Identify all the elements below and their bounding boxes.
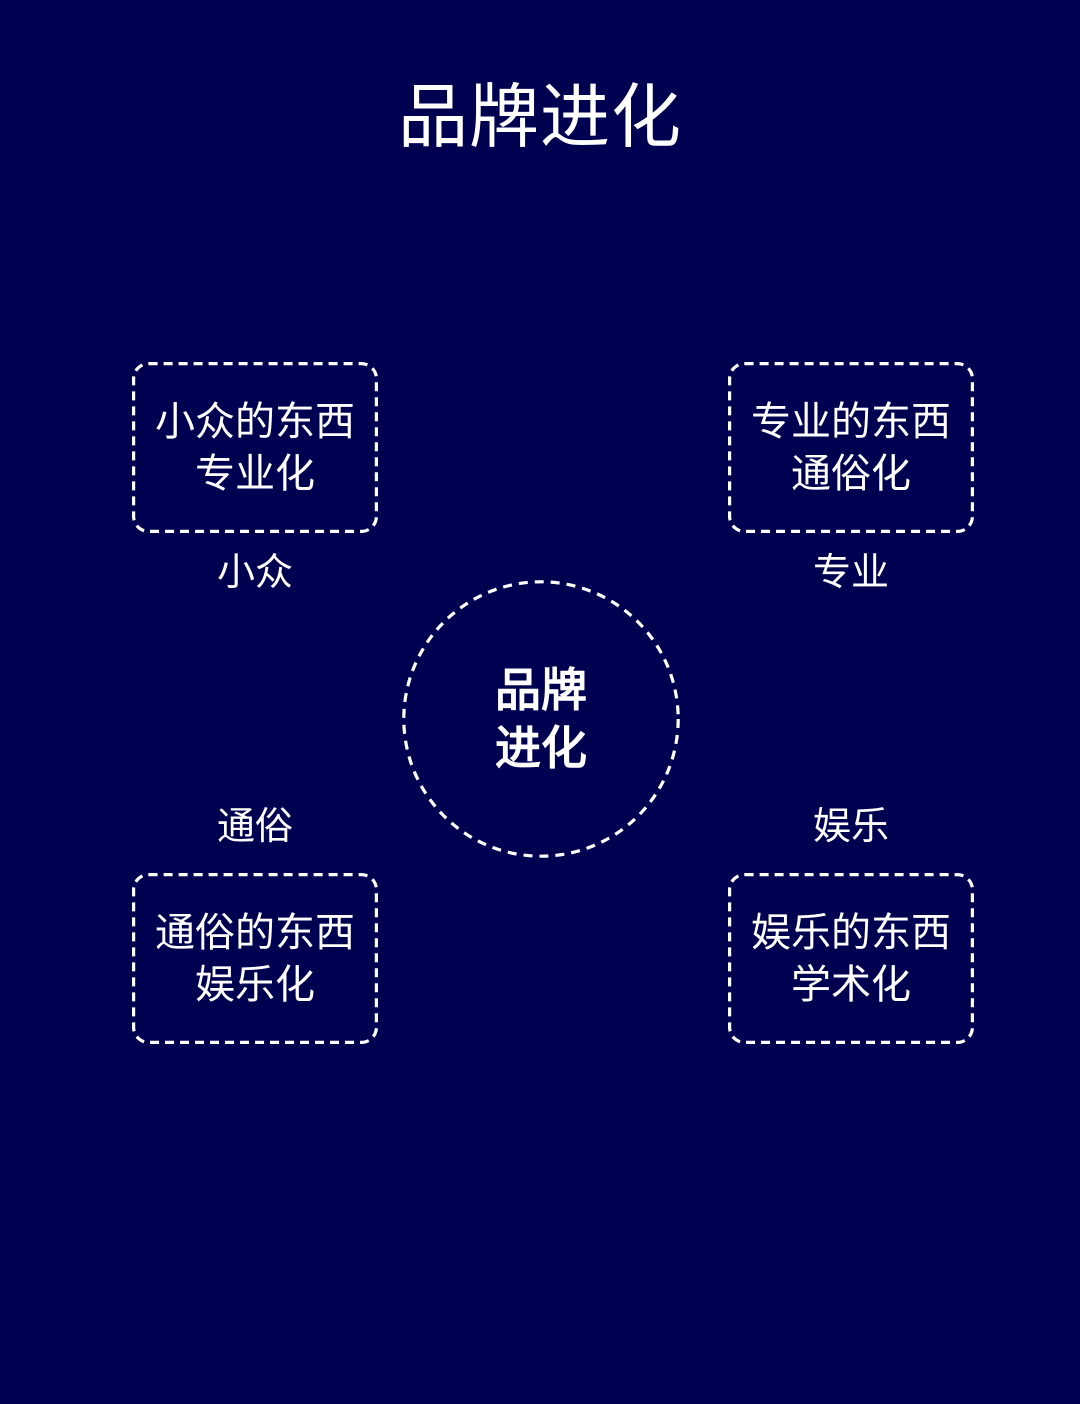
center-label-line2: 进化 — [495, 722, 587, 774]
quadrant-card-bottom-right[interactable]: 娱乐的东西 学术化 — [728, 873, 974, 1044]
center-hub-label: 品牌 进化 — [402, 580, 680, 858]
center-hub[interactable]: 品牌 进化 — [402, 580, 680, 858]
quadrant-card-top-left[interactable]: 小众的东西 专业化 — [132, 362, 378, 533]
page-title: 品牌进化 — [398, 78, 682, 156]
card-text-line2: 学术化 — [791, 962, 911, 1007]
card-text-line2: 通俗化 — [791, 451, 911, 496]
card-text-line1: 专业的东西 — [751, 399, 951, 444]
card-text-line1: 小众的东西 — [155, 399, 355, 444]
quadrant-card-top-right[interactable]: 专业的东西 通俗化 — [728, 362, 974, 533]
axis-label-bottom-right: 娱乐 — [812, 806, 889, 848]
quadrant-card-bottom-left[interactable]: 通俗的东西 娱乐化 — [132, 873, 378, 1044]
card-text-line1: 通俗的东西 — [155, 910, 355, 955]
axis-label-top-right: 专业 — [812, 552, 889, 594]
card-text-line1: 娱乐的东西 — [751, 910, 951, 955]
axis-label-bottom-left: 通俗 — [216, 806, 293, 848]
axis-label-top-left: 小众 — [216, 552, 293, 594]
center-label-line1: 品牌 — [495, 664, 587, 716]
card-text-line2: 娱乐化 — [195, 962, 315, 1007]
card-text-line2: 专业化 — [195, 451, 315, 496]
